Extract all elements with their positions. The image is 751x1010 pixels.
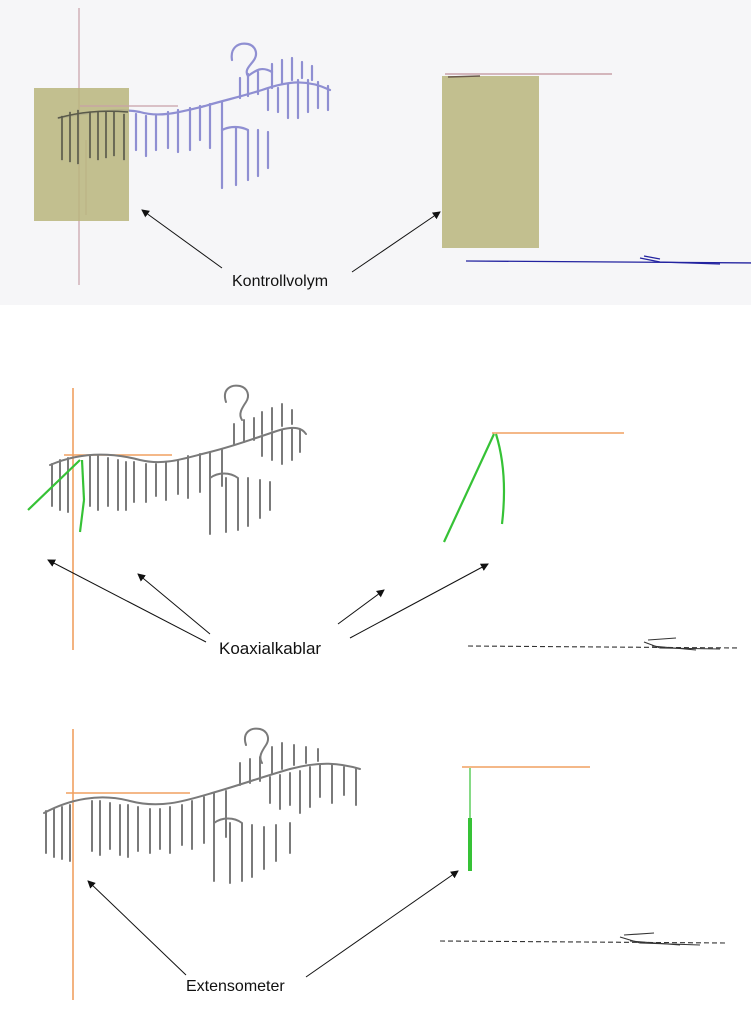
caption-control-volume: Kontrollvolym xyxy=(232,273,329,290)
arrow-icon xyxy=(305,870,459,978)
arrow-icon xyxy=(137,573,211,635)
arrow-icon xyxy=(47,559,207,643)
tunnel-plan xyxy=(49,384,307,535)
arrow-icon xyxy=(351,211,441,273)
control-volume-section xyxy=(442,76,539,248)
arrow-icon xyxy=(337,589,385,625)
coax-cable-section xyxy=(443,433,506,543)
panel-control-volume: Kontrollvolym xyxy=(0,0,751,305)
control-volume-box xyxy=(34,88,129,221)
tunnel-section-line xyxy=(465,255,751,265)
tunnel-plan xyxy=(43,727,361,884)
panel-3-graphics xyxy=(43,727,727,1000)
tunnel-section-line xyxy=(467,637,741,651)
caption-extensometer: Extensometer xyxy=(186,978,285,995)
caption-coax-cables: Koaxialkablar xyxy=(219,639,322,658)
arrow-icon xyxy=(87,880,187,976)
tunnel-section-line xyxy=(439,932,727,946)
coax-cable-plan xyxy=(27,459,86,533)
panel-2-graphics xyxy=(27,384,741,651)
arrow-icon xyxy=(349,563,489,639)
panel-coax-cables: Koaxialkablar xyxy=(0,320,751,680)
arrow-icon xyxy=(141,209,223,269)
panel-1-graphics xyxy=(34,8,751,285)
panel-extensometer: Extensometer xyxy=(0,685,751,1010)
